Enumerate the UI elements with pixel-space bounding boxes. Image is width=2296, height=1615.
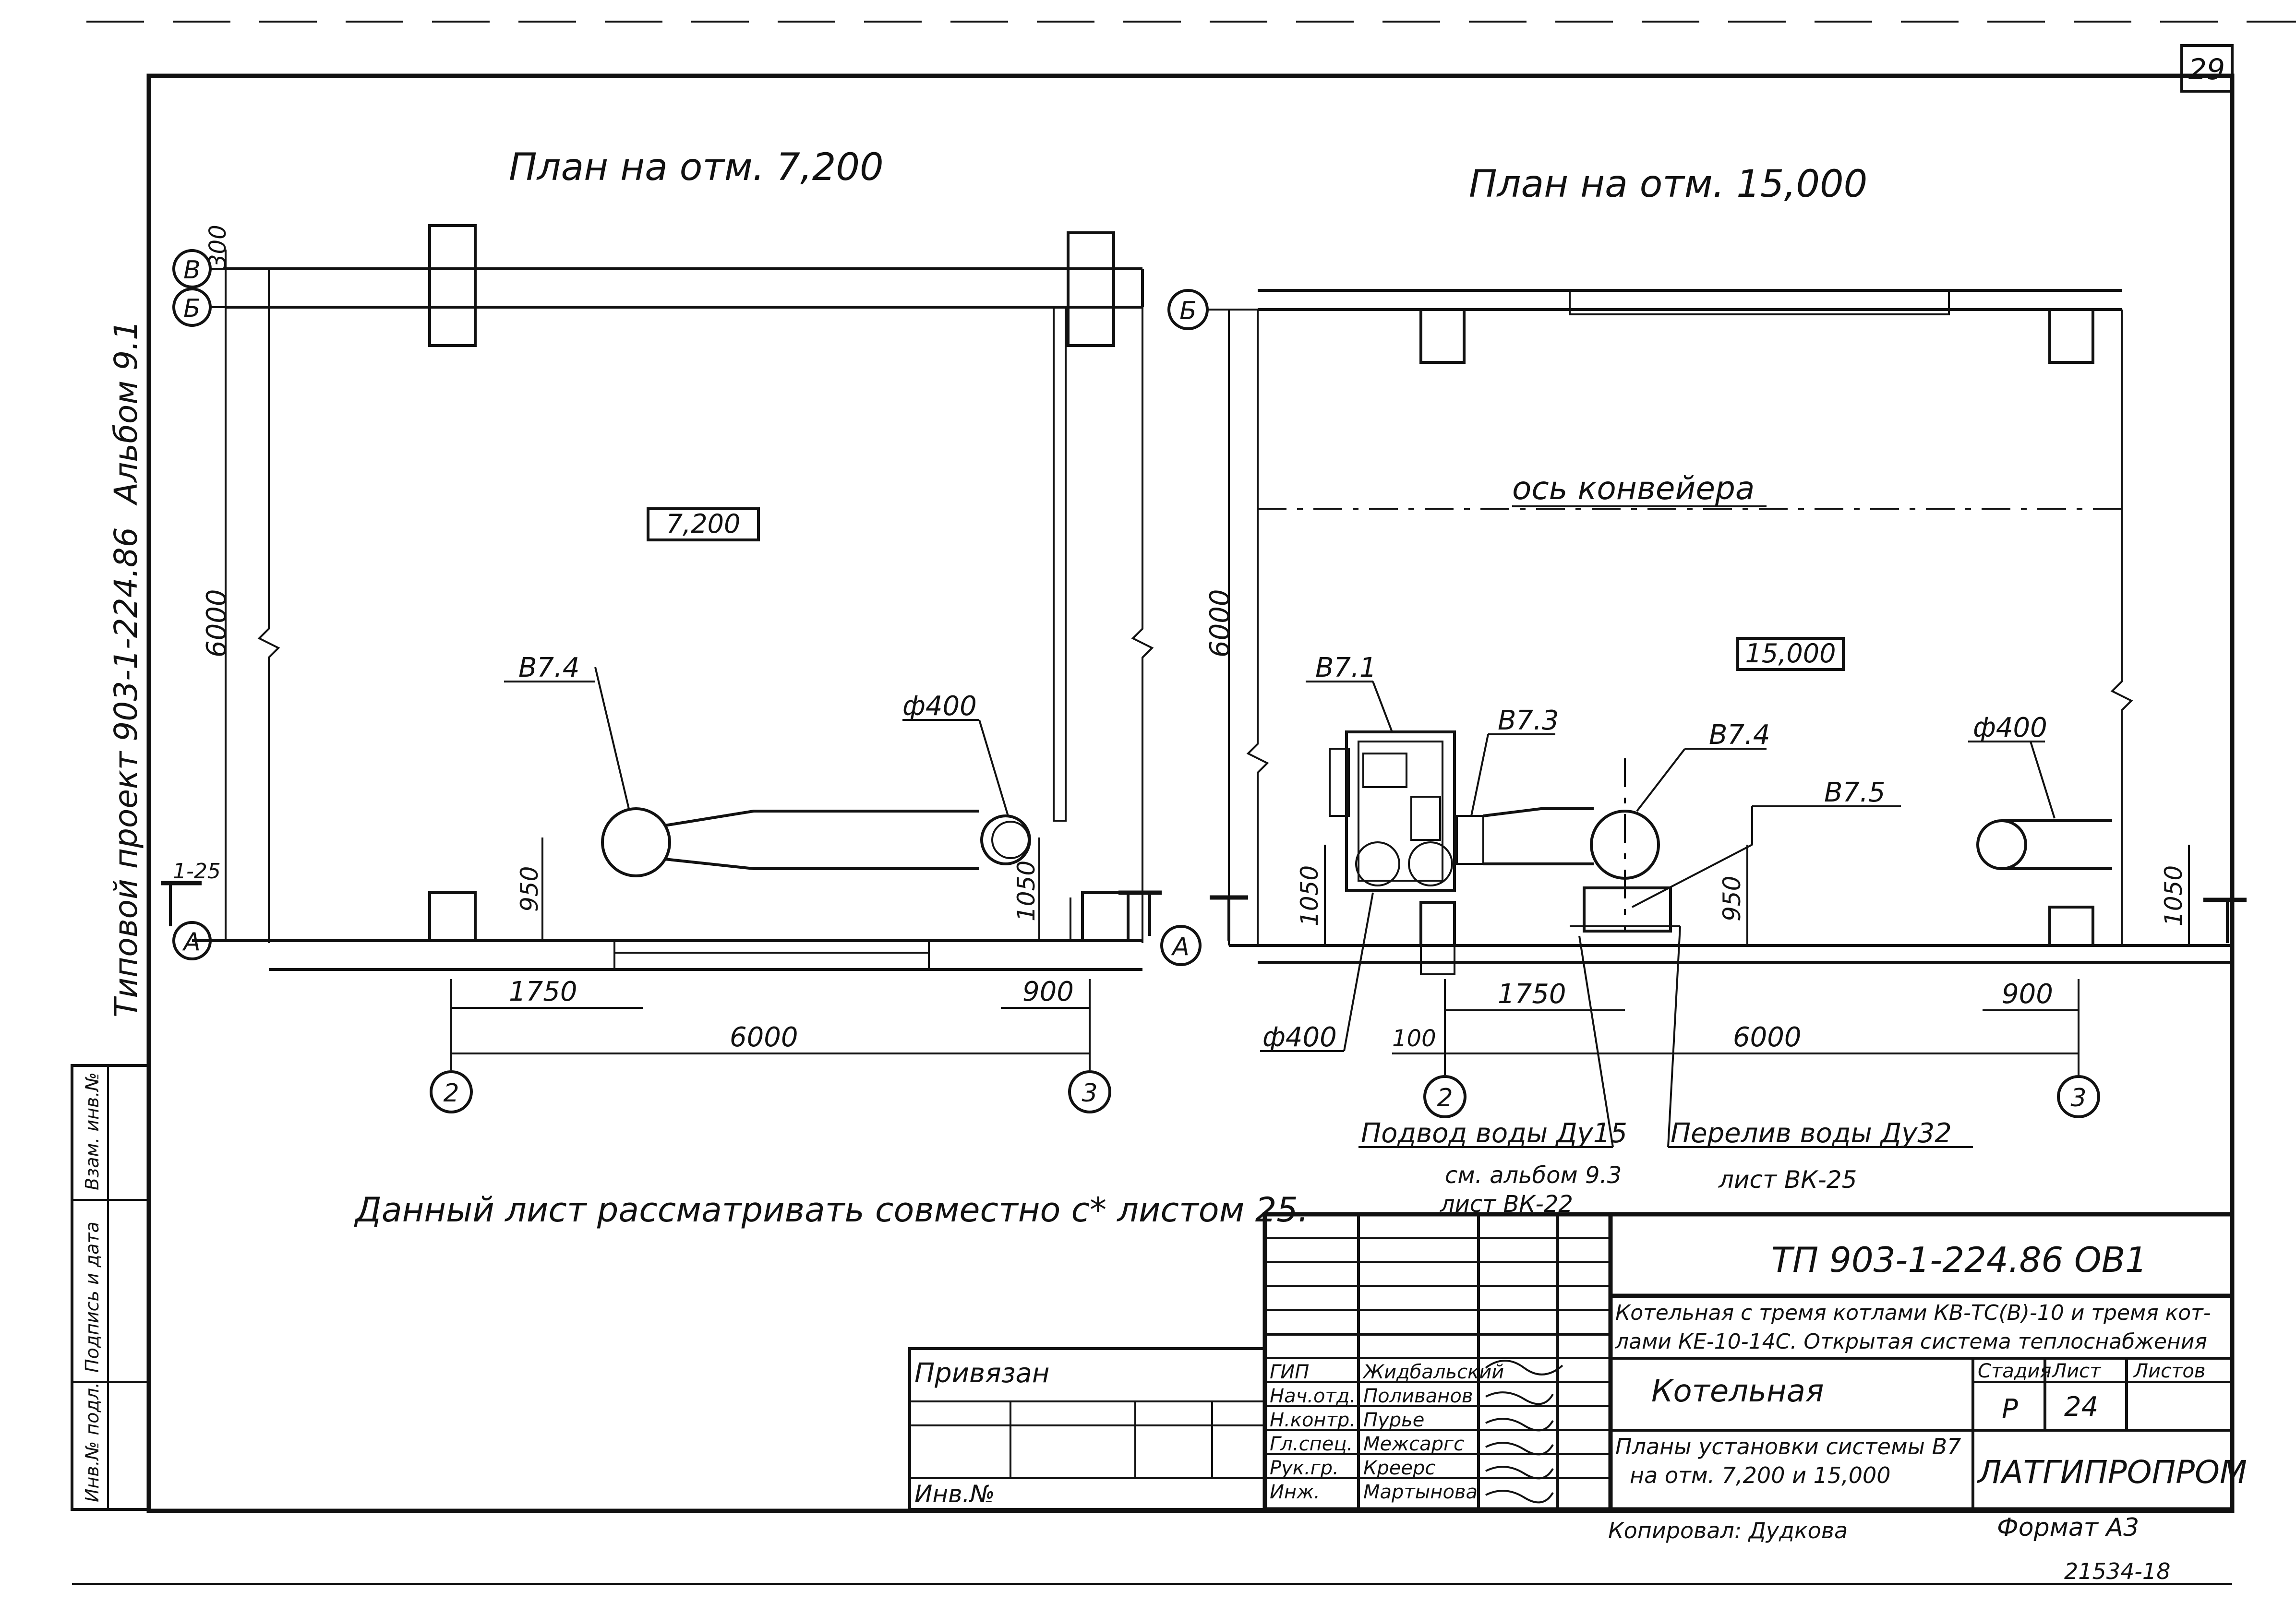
dim-6000-right-h: 6000 (1733, 1022, 1802, 1053)
doc-code: ТП 903-1-224.86 ОВ1 (1771, 1240, 2147, 1280)
signature-mark (1485, 1360, 1563, 1376)
water-in-label: Подвод воды Ду15 (1361, 1118, 1627, 1149)
dim-900-right: 900 (2002, 979, 2053, 1010)
dim-1050-left: 1050 (1012, 861, 1040, 921)
level-mark-left: 7,200 (666, 509, 741, 539)
dim-6000-right: 6000 (1204, 589, 1236, 658)
section-mark: 1-25 (173, 859, 221, 884)
overflow-label: Перелив воды Ду32 (1671, 1118, 1952, 1149)
object-name: Котельная (1651, 1374, 1824, 1409)
dim-300: 300 (204, 225, 231, 269)
signature-mark (1485, 1490, 1554, 1504)
stamp-sign-label: Подпись и дата (82, 1221, 103, 1373)
duct-label-left: ф400 (902, 691, 977, 722)
dim-100: 100 (1392, 1025, 1436, 1052)
copied-by: Копировал: Дудкова (1608, 1518, 1848, 1543)
dim-900-left: 900 (1022, 976, 1074, 1007)
label-b74-right: В7.4 (1709, 719, 1770, 751)
svg-text:А: А (1171, 933, 1190, 961)
level-mark-right: 15,000 (1745, 638, 1836, 669)
signature-mark (1485, 1442, 1554, 1456)
svg-text:3: 3 (2070, 1084, 2086, 1113)
axis-bubble-3-right (2057, 1075, 2100, 1118)
svg-text:Б: Б (1179, 297, 1197, 325)
dim-950-right: 950 (1718, 876, 1746, 921)
svg-text:2: 2 (1437, 1084, 1453, 1113)
plan-right-title: План на отм. 15,000 (1469, 163, 1867, 206)
fan-b74-left (601, 807, 671, 877)
side-project-label: Типовой проект 903-1-224.86 (108, 527, 144, 1017)
description-line2: лами КЕ-10-14С. Открытая система теплосн… (1615, 1329, 2207, 1354)
dim-6000-left: 6000 (201, 589, 232, 658)
organization-name: ЛАТГИПРОПРОМ (1977, 1454, 2247, 1491)
label-b75: В7.5 (1824, 777, 1885, 808)
plan-left-title: План на отм. 7,200 (509, 146, 884, 189)
sheet-title-line1: Планы установки системы В7 (1615, 1434, 1961, 1459)
unit-b71 (1345, 730, 1456, 892)
sig-role: ГИП (1270, 1361, 1309, 1383)
duct-label-left-r: ф400 (1262, 1022, 1337, 1053)
axis-bubble-2-right (1423, 1075, 1467, 1118)
sheet-number: 24 (2064, 1391, 2098, 1423)
sig-role: Гл.спец. (1270, 1433, 1353, 1455)
svg-text:2: 2 (443, 1079, 459, 1108)
bound-label: Привязан (914, 1358, 1049, 1389)
stamp-replace-label: Взам. инв.№ (82, 1072, 103, 1190)
axis-bubble-3 (1068, 1070, 1111, 1113)
sig-role: Н.контр. (1270, 1409, 1356, 1431)
axis-bubble-2 (430, 1070, 473, 1113)
inv-label: Инв.№ (914, 1480, 995, 1508)
sheet-title-line2: на отм. 7,200 и 15,000 (1630, 1462, 1891, 1488)
water-in-ref1: см. альбом 9.3 (1445, 1162, 1622, 1189)
page-number-box (2180, 44, 2234, 93)
overflow-ref: лист ВК-25 (1718, 1166, 1857, 1194)
sig-name: Пурье (1363, 1409, 1424, 1431)
sheet-note: Данный лист рассматривать совместно с* л… (354, 1190, 1309, 1230)
svg-text:А: А (182, 928, 201, 957)
sig-name: Поливанов (1363, 1385, 1473, 1407)
signature-mark (1485, 1391, 1554, 1405)
dim-1750-right: 1750 (1498, 979, 1566, 1010)
fan-label-left: В7.4 (518, 652, 579, 683)
sig-name: Мартынова (1363, 1481, 1478, 1503)
sheets-header: Листов (2133, 1360, 2205, 1382)
sig-name: Жидбальский (1362, 1361, 1504, 1383)
dim-6000-left-h: 6000 (730, 1022, 798, 1053)
archive-number: 21534-18 (2064, 1558, 2170, 1584)
dim-1750-left: 1750 (509, 976, 577, 1007)
plan-left: План на отм. 7,200 В Б А 2 (161, 146, 1162, 1113)
svg-text:В: В (183, 256, 201, 285)
side-stamp: Инв.№ подл. Подпись и дата Взам. инв.№ (71, 1064, 150, 1511)
conveyor-axis-label: ось конвейера (1512, 470, 1755, 507)
sig-role: Нач.отд. (1270, 1385, 1356, 1407)
stage-value: Р (2002, 1394, 2018, 1425)
sig-name: Межсаргс (1363, 1433, 1464, 1455)
dim-1050-right-b: 1050 (2160, 865, 2188, 926)
sig-role: Рук.гр. (1270, 1457, 1339, 1479)
page-number: 29 (2188, 53, 2225, 86)
axis-bubble-a-right (1160, 925, 1202, 966)
dim-1050-right-a: 1050 (1296, 865, 1323, 926)
signature-mark (1485, 1418, 1554, 1432)
stamp-inv-label: Инв.№ подл. (82, 1382, 103, 1502)
plan-right: План на отм. 15,000 ось конвейера Б А 2 … (1160, 163, 2247, 1218)
side-album-label: Альбом 9.1 (108, 320, 144, 506)
label-b71: В7.1 (1315, 652, 1376, 683)
svg-text:3: 3 (1082, 1079, 1097, 1108)
duct-label-right: ф400 (1973, 712, 2047, 743)
description-line1: Котельная с тремя котлами КВ-ТС(В)-10 и … (1615, 1301, 2211, 1325)
dim-950-left: 950 (516, 866, 543, 912)
stage-header: Стадия (1978, 1360, 2051, 1382)
duct-400-right (1976, 819, 2027, 870)
sig-role: Инж. (1270, 1481, 1320, 1503)
title-block: ГИП Жидбальский Нач.отд. Поливанов Н.кон… (908, 1212, 2247, 1584)
svg-text:Б: Б (183, 294, 201, 323)
signature-mark (1485, 1466, 1554, 1480)
tank-b75 (1583, 886, 1672, 933)
sheet-header: Лист (2051, 1360, 2102, 1382)
format-label: Формат А3 (1997, 1513, 2139, 1542)
sig-name: Креерс (1363, 1457, 1435, 1479)
label-b73: В7.3 (1498, 705, 1559, 736)
